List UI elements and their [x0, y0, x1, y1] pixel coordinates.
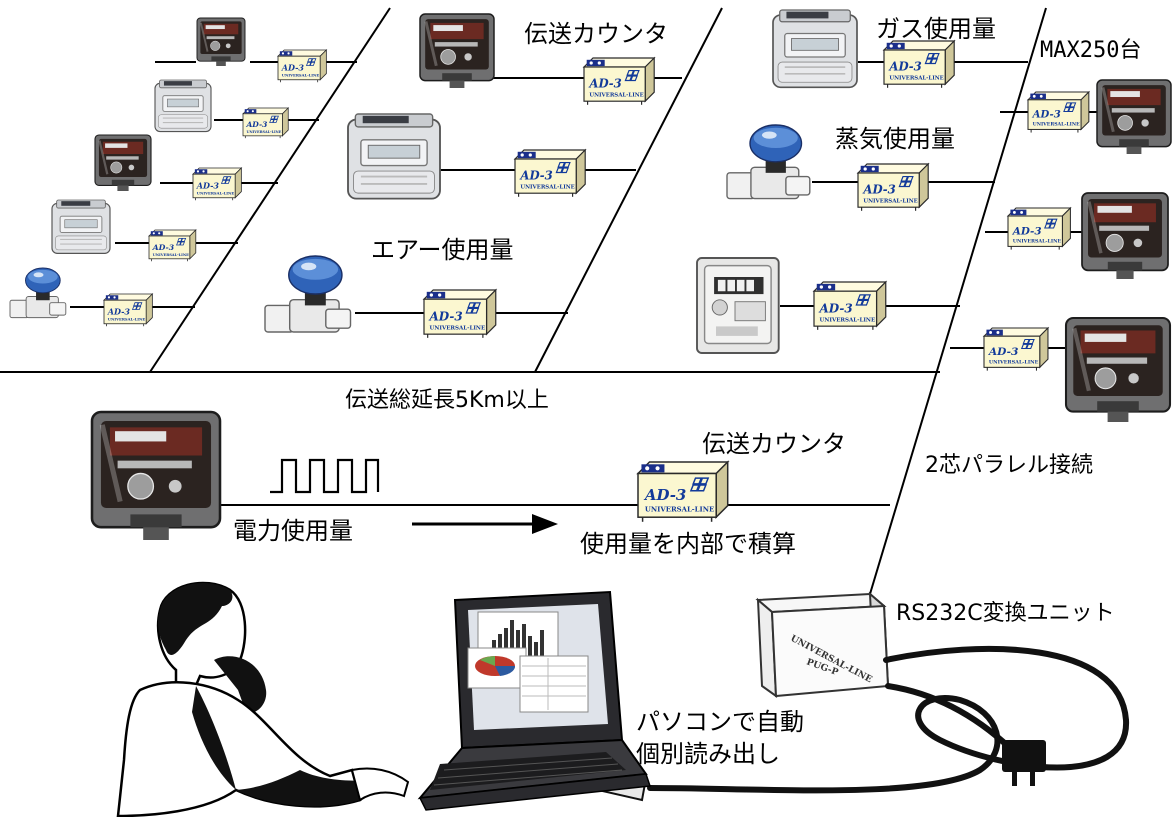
gas-meter-icon — [154, 79, 212, 133]
transmission-counter-module — [242, 107, 289, 139]
gas-meter-icon — [51, 199, 111, 254]
transmission-counter-module — [1007, 207, 1071, 251]
transmission-counter-module — [103, 293, 153, 327]
transmission-counter-module — [857, 163, 929, 212]
label-parallel-connection: 2芯パラレル接続 — [925, 453, 1093, 478]
power-meter-icon — [92, 412, 220, 540]
cables — [647, 645, 1130, 794]
label-power-usage: 電力使用量 — [233, 517, 353, 545]
bus-line-2 — [534, 7, 723, 373]
label-pc-auto-line2: 個別読み出し — [636, 740, 780, 768]
transmission-counter-module — [583, 57, 655, 106]
operator-person-icon — [116, 581, 410, 817]
flow-meter-icon — [264, 255, 352, 333]
label-pc-auto-line1: パソコンで自動 — [636, 708, 804, 736]
transmission-counter-module — [514, 149, 586, 198]
electricity-meter-icon — [1066, 318, 1170, 422]
electricity-meter-icon — [1080, 191, 1170, 281]
bus-line-1 — [149, 7, 391, 373]
transmission-counter-module — [813, 281, 887, 331]
label-gas-usage: ガス使用量 — [876, 15, 996, 43]
pulse-waveform — [270, 458, 380, 494]
transmission-counter-module — [148, 229, 197, 262]
electricity-meter-icon — [196, 17, 246, 67]
electricity-meter-icon — [93, 133, 153, 193]
bus-line-main — [869, 7, 1047, 595]
transmission-counter-module — [423, 289, 497, 339]
label-max-units: MAX250台 — [1040, 38, 1141, 63]
transmission-counter-module — [983, 327, 1049, 372]
label-rs232c-unit: RS232C変換ユニット — [896, 601, 1115, 626]
rs232c-converter-unit: UNIVERSAL-LINE PUG-P — [755, 591, 890, 699]
flow-arrow — [412, 514, 558, 534]
electricity-meter-icon — [1095, 78, 1173, 156]
transmission-counter-module — [277, 49, 327, 83]
label-air-usage: エアー使用量 — [371, 236, 514, 264]
gas-meter-icon — [347, 113, 441, 200]
flow-meter-icon — [726, 124, 811, 200]
gas-meter-icon — [772, 9, 858, 89]
transmission-counter-module — [883, 40, 955, 89]
power-plug-icon — [1002, 740, 1046, 786]
transmission-counter-module — [192, 167, 242, 201]
electricity-meter-icon — [418, 12, 496, 90]
flow-meter-icon — [9, 267, 67, 319]
label-internal-integration: 使用量を内部で積算 — [580, 530, 796, 558]
laptop-computer-icon — [417, 590, 652, 811]
label-total-length: 伝送総延長5Km以上 — [345, 388, 549, 413]
label-transmit-counter-mid: 伝送カウンタ — [702, 430, 846, 458]
counter-meter-icon — [696, 257, 780, 354]
transmission-counter-module-large — [637, 461, 729, 523]
label-steam-usage: 蒸気使用量 — [835, 125, 955, 153]
label-transmit-counter-top: 伝送カウンタ — [524, 20, 668, 48]
transmission-counter-module — [1027, 91, 1090, 134]
